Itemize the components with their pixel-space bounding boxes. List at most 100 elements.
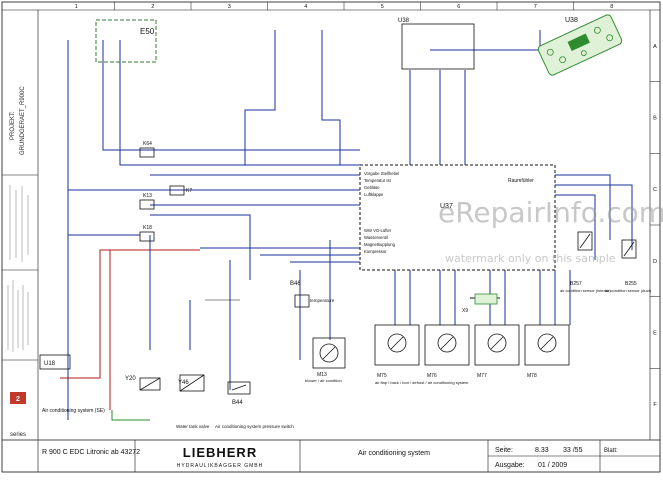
outer-frame (1, 1, 661, 473)
u38-ref-label: U38 (398, 18, 410, 24)
motor-m75: M75 (374, 324, 420, 379)
m13-motor-symbol (319, 343, 339, 363)
u18-box (39, 354, 71, 370)
brand-sub-text: HYDRAULIKBAGGER GMBH (177, 463, 263, 469)
column-label: 3 (228, 4, 231, 10)
wire-u38-link (430, 30, 541, 51)
motor-m77: M77 (474, 324, 520, 379)
k64-label: K64 (143, 141, 152, 147)
seite-label: Seite: (495, 447, 513, 454)
column-label: 8 (610, 4, 613, 10)
row-labels: A B C D E F (650, 44, 660, 408)
column-labels: 1 2 3 4 5 6 7 8 (75, 2, 613, 10)
seite-value: 8.33 (535, 447, 549, 454)
wiring (60, 30, 633, 421)
row-label: C (653, 187, 657, 193)
e50-label: E50 (140, 27, 155, 36)
m13-label: M13 (317, 372, 327, 378)
u37-input-label: Luftklappe (364, 192, 384, 197)
column-label: 1 (75, 4, 78, 10)
seite-sep: 33 /55 (563, 447, 583, 454)
project-label: PROJEKT: (10, 111, 16, 140)
motor-m76: M76 (424, 324, 470, 379)
b44-pressure-switch (227, 381, 251, 395)
k13-label: K13 (143, 193, 152, 199)
u37-input-label: Wasserventil (364, 235, 388, 240)
pressure-switch-caption: Air conditioning system pressure switch (215, 424, 294, 429)
row-label: E (653, 331, 657, 337)
u38-panel[interactable] (537, 14, 623, 77)
temp-caption: temperature (310, 298, 335, 303)
y20-valve (139, 377, 161, 391)
b46-sensor (294, 294, 310, 308)
wire-green-ground (111, 410, 150, 421)
model-text: R 900 C EDC Litronic ab 43272 (42, 449, 140, 456)
b255-sensor (621, 239, 637, 259)
ausgabe-label: Ausgabe: (495, 462, 525, 469)
u38-connector-box (401, 23, 475, 70)
wire-top-feed-1 (244, 30, 276, 165)
column-label: 2 (151, 4, 154, 10)
b44-label: B44 (232, 400, 243, 406)
drawing-title: Air conditioning system (358, 450, 430, 457)
x9-connector (474, 293, 498, 305)
y20-label: Y20 (125, 376, 136, 382)
u37-input-label: Magnetkupplung (364, 242, 396, 247)
row-label: A (653, 44, 657, 50)
e50-box (95, 19, 157, 63)
svg-text:2: 2 (16, 396, 20, 403)
u37-input-label: Kompressor (364, 249, 387, 254)
title-block (37, 440, 660, 472)
u37-controller (359, 164, 556, 271)
motors-caption: air flap / back / foot / defrost / air c… (375, 380, 469, 385)
u18-label: U18 (44, 361, 56, 367)
wire-e50-b (119, 40, 360, 166)
wire-raum-3 (555, 194, 596, 260)
m75-label: M75 (377, 373, 387, 379)
relay-k18: K18 (139, 225, 155, 242)
u37-label: U37 (440, 203, 453, 210)
column-label: 7 (534, 4, 537, 10)
relay-k7: K7 (169, 185, 192, 196)
y46-label: Y46 (178, 380, 189, 386)
m78-label: M78 (527, 373, 537, 379)
series-logo: 2 (10, 392, 26, 404)
ac-system-left-caption: Air conditioning system (SE) (42, 408, 105, 414)
column-label: 5 (381, 4, 384, 10)
m76-label: M76 (427, 373, 437, 379)
u37-input-label: Temperatur Ist (364, 178, 392, 183)
m13-box (312, 337, 346, 369)
row-label: B (653, 116, 657, 122)
relay-k13: K13 (139, 193, 155, 210)
wire-top-feed-2 (321, 30, 360, 166)
brand-text: LIEBHERR (183, 445, 257, 460)
y46-valve (179, 374, 205, 392)
watermark-sub: watermark only on this sample (445, 252, 616, 265)
row-label: D (653, 259, 657, 265)
water-tank-caption: Water tank valve (176, 424, 210, 429)
u38-box-label: U38 (565, 17, 578, 24)
m13-caption: blower / air condition (305, 378, 342, 383)
column-label: 4 (304, 4, 307, 10)
relay-k64: K64 (139, 141, 155, 158)
motor-m78: M78 (524, 324, 570, 379)
watermark-main: eRepairInfo.com (438, 196, 663, 229)
row-label: F (653, 402, 657, 408)
column-label: 6 (457, 4, 460, 10)
blatt-label: Blatt: (604, 448, 618, 454)
raumfuehler-label: Raumfühler (508, 178, 534, 184)
b255-caption: air condition sensor (duct) (605, 288, 652, 293)
k7-label: K7 (186, 188, 192, 194)
x9-label: X9 (462, 308, 468, 314)
ausgabe-value: 01 / 2009 (538, 462, 567, 469)
b257-sensor (577, 231, 593, 251)
m77-label: M77 (477, 373, 487, 379)
project-value: GRUNDGERAET_R900C (20, 86, 26, 155)
series-label: series (10, 432, 26, 438)
k18-label: K18 (143, 225, 152, 231)
b257-label: B257 (570, 281, 582, 287)
b46-label: B46 (290, 281, 301, 287)
